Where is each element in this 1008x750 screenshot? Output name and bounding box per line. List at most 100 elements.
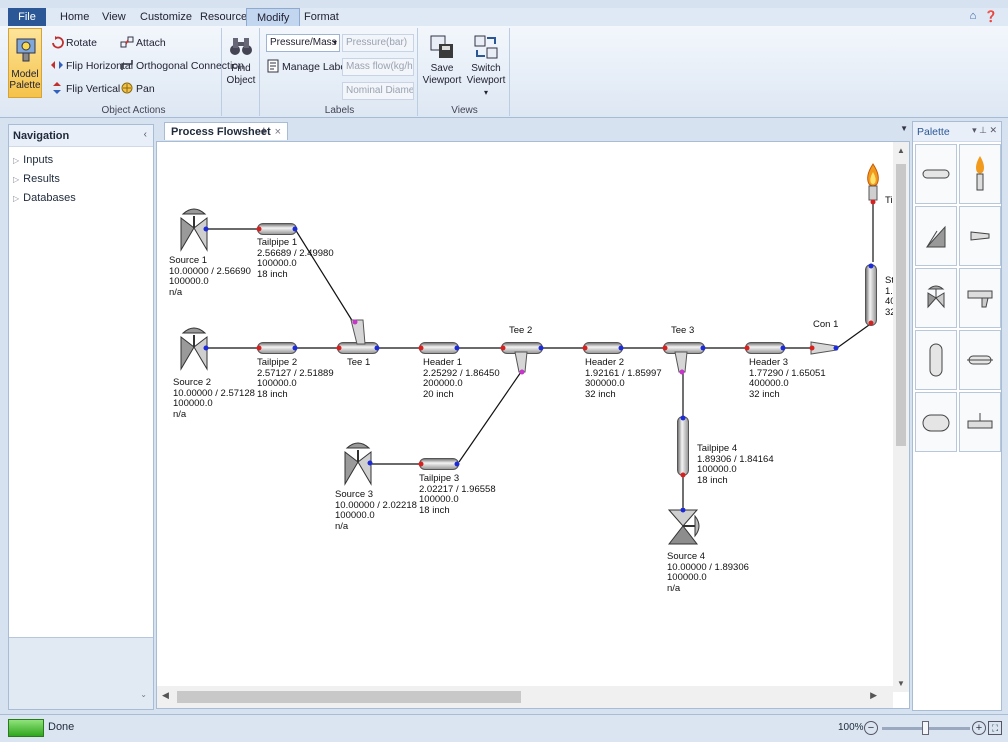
manage-labels-button[interactable]: Manage Labels: [266, 58, 354, 76]
minimize-ribbon-icon[interactable]: ⌂: [969, 10, 977, 22]
orthogonal-connection-icon: [121, 60, 133, 70]
relief-valve-icon: [925, 225, 946, 248]
flare-tip-label: Ti: [885, 195, 893, 206]
object-actions-group-label: Object Actions: [101, 105, 166, 116]
palette-relief-valve[interactable]: [915, 206, 957, 266]
palette-tee[interactable]: [959, 268, 1001, 328]
horizontal-pipe-icon: [967, 355, 993, 365]
chevron-down-icon[interactable]: ⌄: [140, 690, 147, 699]
source-1-valve[interactable]: [179, 206, 209, 252]
zoom-slider[interactable]: [882, 721, 970, 735]
attach-icon: [120, 36, 134, 48]
tailpipe-1-ports: [256, 226, 298, 232]
menu-bar: File Home View Customize Resources Modif…: [0, 8, 1008, 26]
horizontal-scrollbar[interactable]: ◀ ▶: [157, 686, 893, 708]
tailpipe-2-ports: [256, 345, 298, 351]
palette-flare-tip[interactable]: [959, 144, 1001, 204]
flip-horizontal-icon: [51, 61, 63, 69]
views-group-label: Views: [451, 105, 478, 116]
flip-vertical-button[interactable]: Flip Vertical: [50, 80, 120, 98]
tab-list-icon[interactable]: ▼: [900, 124, 908, 133]
mass-flow-label-option[interactable]: Mass flow(kg/hr): [342, 58, 414, 76]
con-1-label: Con 1: [813, 319, 839, 330]
tab-modify[interactable]: Modify: [246, 8, 301, 26]
expand-arrow-icon: ▷: [13, 175, 20, 184]
palette-vertical-vessel[interactable]: [915, 330, 957, 390]
tailpipe-3-ports: [418, 461, 460, 467]
tab-resources[interactable]: Resources: [200, 11, 253, 23]
palette-horizontal-vessel[interactable]: [915, 392, 957, 452]
expand-arrow-icon: ▷: [13, 156, 20, 165]
window-bottom-edge: [0, 742, 1008, 750]
model-palette-label: Model Palette: [9, 69, 41, 91]
navigation-panel: Navigation ‹ ▷Inputs ▷Results ▷Databases…: [8, 124, 154, 710]
con-1-reducer[interactable]: [809, 338, 839, 358]
connection-lines: [207, 200, 874, 510]
flare-tip[interactable]: [861, 162, 885, 206]
close-tab-icon[interactable]: ×: [274, 126, 282, 138]
palette-window-controls-icon[interactable]: ▾ ⊥ ✕: [972, 125, 997, 135]
tee-1-branch: [350, 319, 366, 345]
vertical-scrollbar[interactable]: ▲ ▼: [893, 142, 909, 692]
file-menu[interactable]: File: [8, 8, 46, 26]
tab-view[interactable]: View: [102, 11, 126, 23]
header-2-ports: [582, 345, 624, 351]
attach-button[interactable]: Attach: [120, 34, 166, 52]
switch-viewport-button[interactable]: Switch Viewport ▾: [466, 34, 506, 99]
stack-pipe-ports: [868, 263, 874, 326]
nav-item-results[interactable]: ▷Results: [13, 173, 60, 185]
navigation-footer: ⌄: [9, 637, 153, 709]
scroll-up-icon[interactable]: ▲: [897, 146, 905, 155]
collapse-navigation-icon[interactable]: ‹: [143, 129, 147, 140]
find-object-button[interactable]: Find Object: [224, 34, 258, 87]
help-icon[interactable]: ❓: [984, 11, 998, 23]
source-2-valve[interactable]: [179, 325, 209, 371]
tab-home[interactable]: Home: [60, 11, 90, 23]
object-actions-group: Rotate Flip Horizontal Flip Vertical Att…: [46, 28, 244, 116]
horizontal-scroll-thumb[interactable]: [177, 691, 521, 703]
model-palette-button[interactable]: Model Palette: [8, 28, 42, 98]
save-viewport-button[interactable]: Save Viewport: [422, 34, 462, 87]
flip-horizontal-button[interactable]: Flip Horizontal: [50, 57, 133, 75]
zoom-in-icon[interactable]: +: [972, 721, 986, 735]
palette-reducer[interactable]: [959, 206, 1001, 266]
zoom-out-icon[interactable]: −: [864, 721, 878, 735]
nav-item-databases[interactable]: ▷Databases: [13, 192, 76, 204]
palette-connector[interactable]: [959, 392, 1001, 452]
scroll-left-icon[interactable]: ◀: [162, 690, 169, 700]
tab-format[interactable]: Format: [304, 11, 339, 23]
scroll-right-icon[interactable]: ▶: [870, 690, 877, 700]
fit-to-window-icon[interactable]: ⛶: [988, 721, 1002, 735]
nominal-diameter-label-option[interactable]: Nominal Diameter: [342, 82, 414, 100]
palette-horizontal-pipe[interactable]: [959, 330, 1001, 390]
source-4-valve[interactable]: [665, 508, 701, 548]
rotate-button[interactable]: Rotate: [50, 34, 97, 52]
scroll-down-icon[interactable]: ▼: [897, 679, 905, 688]
palette-source-valve[interactable]: [915, 268, 957, 328]
source-3-valve[interactable]: [343, 440, 373, 486]
status-text: Done: [48, 721, 75, 733]
orthogonal-connection-button[interactable]: Orthogonal Connection: [120, 57, 244, 75]
pan-button[interactable]: Pan: [120, 80, 155, 98]
palette-pipe[interactable]: [915, 144, 957, 204]
tee-2-ports: [500, 345, 544, 351]
reducer-icon: [970, 231, 990, 241]
tailpipe-4-ports: [680, 415, 686, 478]
vertical-vessel-icon: [929, 343, 943, 377]
pressure-label-option[interactable]: Pressure(bar): [342, 34, 414, 52]
nav-item-inputs[interactable]: ▷Inputs: [13, 154, 54, 166]
label-preset-dropdown[interactable]: Pressure/Mass F▾: [266, 34, 340, 52]
new-tab-button[interactable]: +: [260, 123, 268, 138]
vertical-scroll-thumb[interactable]: [896, 164, 906, 446]
zoom-slider-knob[interactable]: [922, 721, 929, 735]
tab-customize[interactable]: Customize: [140, 11, 192, 23]
tab-process-flowsheet[interactable]: Process Flowsheet×: [164, 122, 289, 140]
